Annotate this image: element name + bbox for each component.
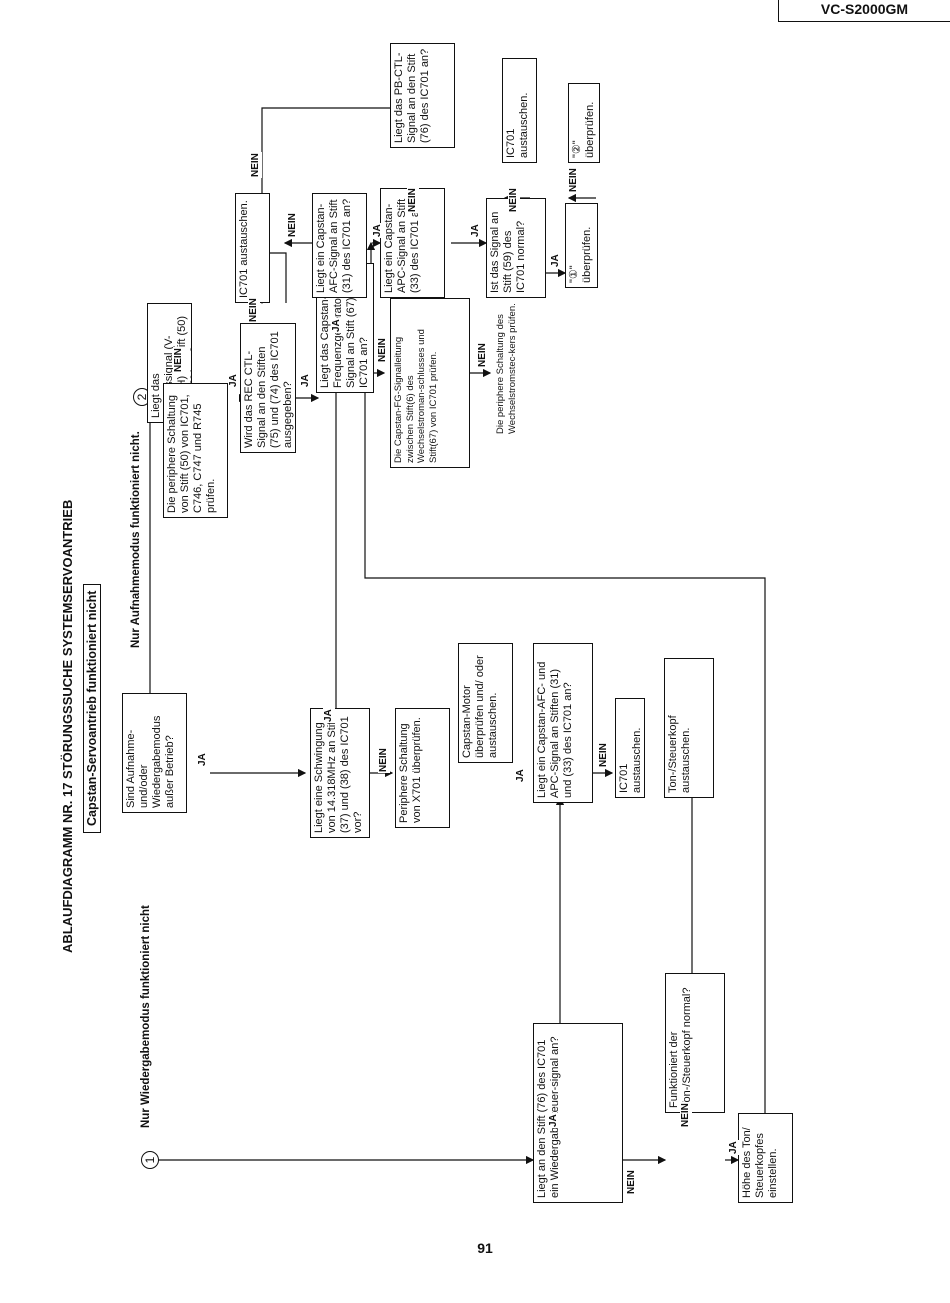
playback-path-label: Nur Wiedergabemodus funktioniert nicht — [140, 905, 152, 1128]
label-no-pbctl: NEIN — [250, 152, 262, 178]
box-rec-ctl-question: Wird das REC CTL-Signal an den Stiften (… — [240, 323, 296, 453]
box-afc-pin31-question: Liegt ein Capstan-AFC-Signal an Stift (3… — [312, 193, 367, 298]
box-check-periphery-pin50: Die periphere Schaltung von Stift (50) v… — [163, 383, 228, 518]
box-adjust-head: Höhe des Ton/ Steuerkopfes einstellen. — [738, 1113, 793, 1203]
label-yes-apc-pin33: JA — [470, 223, 482, 238]
page-number: 91 — [477, 1240, 493, 1256]
label-yes-signal-pin59: JA — [550, 253, 562, 268]
box-check-socket-periphery: Die periphere Schaltung des Wechselstrom… — [495, 303, 518, 434]
box-playback-signal-question: Liegt an den Stift (76) des IC701 ein Wi… — [533, 1023, 623, 1203]
label-yes-head-normal: JA — [728, 1140, 740, 1155]
box-oscillation-question: Liegt eine Schwingung von 14.318MHz an S… — [310, 708, 370, 838]
box-modes-out-question: Sind Aufnahme- und/oder Wiedergabemodus … — [122, 693, 187, 813]
box-check-motor: Capstan-Motor überprüfen und/ oder austa… — [458, 643, 513, 763]
box-head-normal-question: Funktioniert der Ton-/Steuerkopf normal? — [665, 973, 725, 1113]
record-path-label: Nur Aufnahmemodus funktioniert nicht. — [130, 431, 142, 648]
label-no-check-1: NEIN — [568, 167, 580, 193]
box-afc-apc-question: Liegt ein Capstan-AFC- und APC-Signal an… — [533, 643, 593, 803]
label-yes-reference-signal: JA — [228, 373, 240, 388]
label-yes-playback-signal: JA — [548, 1113, 560, 1128]
label-no-oscillation: NEIN — [378, 747, 390, 773]
box-replace-head: Ton-/Steuerkopf austauschen. — [664, 658, 714, 798]
label-no-reference-signal: NEIN — [173, 347, 185, 373]
label-no-apc-pin33: NEIN — [407, 187, 419, 213]
label-no-afc-pin31: NEIN — [287, 212, 299, 238]
label-yes-afc-pin31: JA — [372, 223, 384, 238]
box-check-fg-line: Die Capstan-FG-Signalleitung zwischen St… — [390, 298, 470, 468]
diagram-title: ABLAUFDIAGRAMM NR. 17 STÖRUNGSSUCHE SYST… — [60, 499, 75, 953]
box-replace-ic701-c: IC701 austauschen. — [502, 58, 537, 163]
box-pbctl-pin76-question: Liegt das PB-CTL-Signal an den Stift (76… — [390, 43, 455, 148]
label-yes-rec-ctl: JA — [300, 373, 312, 388]
label-no-signal-pin59: NEIN — [508, 187, 520, 213]
label-yes-afc-apc: JA — [515, 768, 527, 783]
label-no-rec-ctl: NEIN — [248, 297, 260, 323]
label-no-fg-line: NEIN — [477, 342, 489, 368]
label-no-head-normal: NEIN — [680, 1102, 692, 1128]
label-no-playback-signal: NEIN — [626, 1169, 638, 1195]
box-replace-ic701-b: IC701 austauschen. — [235, 193, 270, 303]
model-tag: VC-S2000GM — [778, 0, 950, 22]
label-yes-oscillation: JA — [323, 708, 335, 723]
box-check-x701: Periphere Schaltung von X701 überprüfen. — [395, 708, 450, 828]
diagram-subtitle: Capstan-Servoantrieb funktioniert nicht — [83, 583, 101, 833]
label-yes-modes-out: JA — [197, 752, 209, 767]
box-replace-ic701-a: IC701 austauschen. — [615, 698, 645, 798]
box-check-marker-1: "①" überprüfen. — [565, 203, 598, 288]
box-check-marker-2: "②" überprüfen. — [568, 83, 600, 163]
box-signal-pin59-question: Ist das Signal an Stift (59) des IC701 n… — [486, 198, 546, 298]
label-yes-fg-signal: JA — [331, 318, 343, 333]
label-no-fg-signal: NEIN — [377, 337, 389, 363]
marker-1-circle: 1 — [141, 1151, 159, 1169]
label-no-afc-apc: NEIN — [598, 742, 610, 768]
